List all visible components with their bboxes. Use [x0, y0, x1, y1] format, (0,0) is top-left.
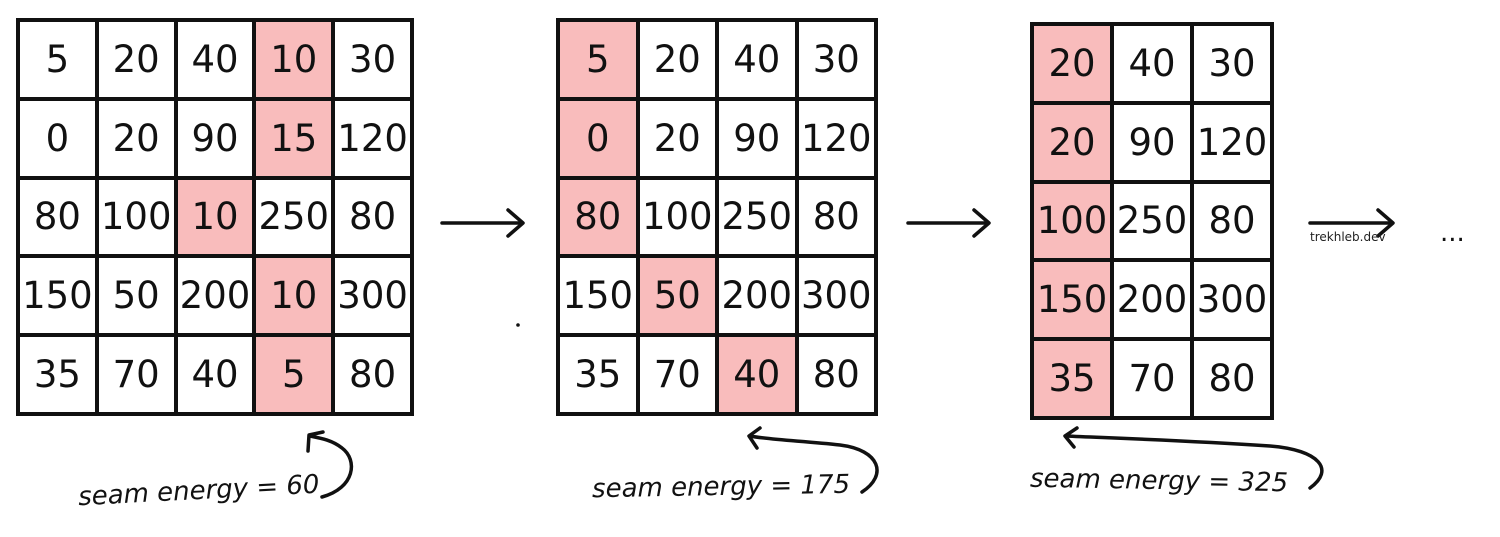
grid-cell: 250	[1110, 179, 1194, 263]
grid-cell: 120	[794, 96, 878, 180]
grid-cell: 300	[331, 254, 414, 338]
curved-arrow-3	[1063, 426, 1324, 490]
grid-cell: 5	[16, 18, 99, 101]
grid-cell: 5	[252, 333, 336, 416]
grid-cell: 0	[556, 96, 640, 180]
grid-cell: 90	[173, 96, 257, 180]
grid-cell: 40	[715, 333, 799, 416]
grid-cell: 0	[16, 96, 99, 180]
grid-cell: 20	[94, 18, 178, 101]
seam-energy-label-2: seam energy = 175	[591, 469, 851, 505]
grid-cell: 120	[331, 96, 414, 180]
right-arrow-2	[906, 208, 991, 238]
grid-cell: 35	[16, 333, 99, 416]
grid-cell: 150	[556, 254, 640, 338]
grid-cell: 50	[635, 254, 719, 338]
seam-energy-label-3: seam energy = 325	[1029, 463, 1289, 499]
grid-cell: 250	[252, 175, 336, 259]
grid-cell: 30	[1190, 22, 1274, 105]
grid-cell: 300	[794, 254, 878, 338]
grid-cell: 80	[16, 175, 99, 259]
grid-cell: 100	[1030, 179, 1114, 263]
grid-cell: 80	[556, 175, 640, 259]
grid-cell: 150	[1030, 258, 1114, 342]
grid-cell: 35	[556, 333, 640, 416]
grid-cell: 20	[1030, 22, 1114, 105]
stray-dot	[516, 323, 520, 327]
grid-cell: 150	[16, 254, 99, 338]
grid-cell: 80	[794, 333, 878, 416]
grid-cell: 250	[715, 175, 799, 259]
grid-cell: 20	[94, 96, 178, 180]
watermark-text: trekhleb.dev	[1310, 230, 1386, 244]
grid-cell: 30	[331, 18, 414, 101]
grid-cell: 10	[252, 254, 336, 338]
curved-arrow-2	[747, 426, 879, 494]
grid-cell: 80	[1190, 179, 1274, 263]
grid-cell: 80	[331, 333, 414, 416]
grid-cell: 40	[1110, 22, 1194, 105]
grid-cell: 80	[794, 175, 878, 259]
grid-cell: 20	[635, 96, 719, 180]
grid-cell: 100	[94, 175, 178, 259]
grid-cell: 40	[715, 18, 799, 101]
right-arrow-1	[440, 208, 525, 238]
grid-cell: 80	[1190, 337, 1274, 420]
grid-cell: 80	[331, 175, 414, 259]
grid-cell: 100	[635, 175, 719, 259]
grid-cell: 10	[173, 175, 257, 259]
curved-arrow-1	[306, 430, 354, 499]
right-arrow-3	[1308, 208, 1395, 238]
grid-cell: 200	[173, 254, 257, 338]
grid-cell: 5	[556, 18, 640, 101]
grid-cell: 20	[1030, 100, 1114, 184]
grid-cell: 40	[173, 333, 257, 416]
grid-cell: 15	[252, 96, 336, 180]
grid-cell: 30	[794, 18, 878, 101]
grid-cell: 35	[1030, 337, 1114, 420]
grid-cell: 50	[94, 254, 178, 338]
grid-cell: 90	[715, 96, 799, 180]
grid-cell: 90	[1110, 100, 1194, 184]
grid-cell: 70	[635, 333, 719, 416]
grid-cell: 300	[1190, 258, 1274, 342]
grid-cell: 200	[1110, 258, 1194, 342]
grid-cell: 120	[1190, 100, 1274, 184]
grid-cell: 200	[715, 254, 799, 338]
grid-cell: 70	[94, 333, 178, 416]
grid-cell: 10	[252, 18, 336, 101]
grid-cell: 20	[635, 18, 719, 101]
grid-cell: 40	[173, 18, 257, 101]
ellipsis-text: ...	[1440, 218, 1465, 248]
grid-cell: 70	[1110, 337, 1194, 420]
